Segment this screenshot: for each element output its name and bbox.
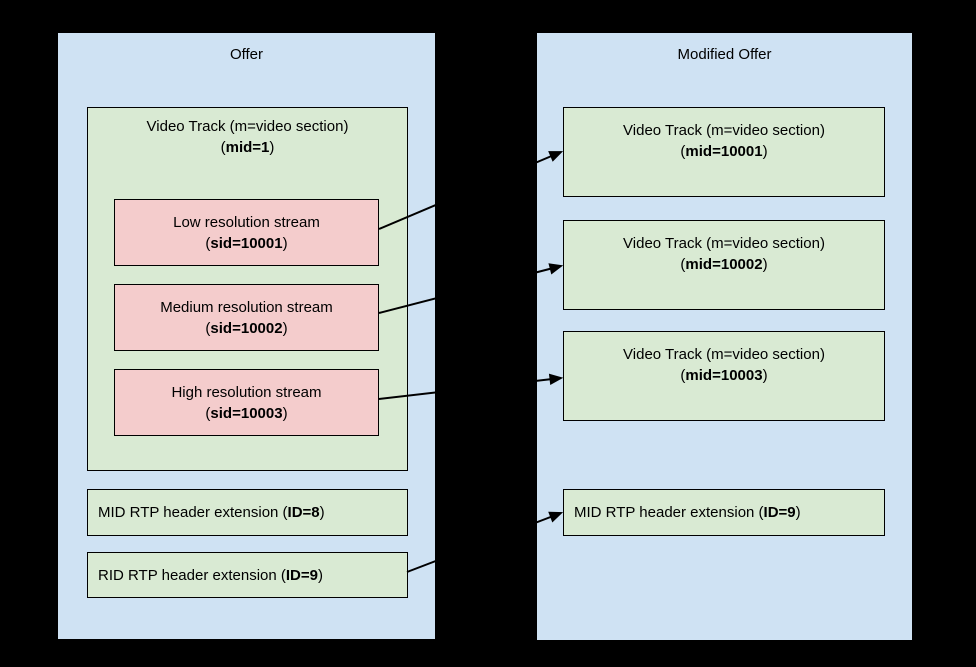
modified-video-track-2-line2: (mid=10002) <box>680 256 768 273</box>
modified-video-track-3-label: Video Track (m=video section) (mid=10003… <box>564 332 884 386</box>
modified-video-track-1-line2: (mid=10001) <box>680 143 768 160</box>
low-resolution-stream-line2: (sid=10001) <box>205 234 288 252</box>
offer-rid-rtp-extension-box: RID RTP header extension (ID=9) <box>87 552 408 598</box>
medium-resolution-stream-label: Medium resolution stream (sid=10002) <box>115 285 378 350</box>
medium-resolution-stream-line2: (sid=10002) <box>205 319 288 337</box>
offer-video-track-line1: Video Track (m=video section) <box>146 118 349 135</box>
low-resolution-stream-line1: Low resolution stream <box>173 213 320 231</box>
modified-offer-panel-title: Modified Offer <box>677 46 772 63</box>
modified-video-track-3-line2: (mid=10003) <box>680 367 768 384</box>
modified-video-track-2-label: Video Track (m=video section) (mid=10002… <box>564 221 884 275</box>
offer-video-track-label: Video Track (m=video section) (mid=1) <box>88 108 407 158</box>
modified-video-track-2-line1: Video Track (m=video section) <box>623 235 825 252</box>
offer-mid-rtp-extension-label: MID RTP header extension (ID=8) <box>98 504 325 521</box>
offer-rid-rtp-extension-label: RID RTP header extension (ID=9) <box>98 566 323 584</box>
modified-video-track-1-line1: Video Track (m=video section) <box>623 122 825 139</box>
low-resolution-stream-box: Low resolution stream (sid=10001) <box>114 199 379 266</box>
medium-resolution-stream-box: Medium resolution stream (sid=10002) <box>114 284 379 351</box>
modified-video-track-2-box: Video Track (m=video section) (mid=10002… <box>563 220 885 310</box>
modified-mid-rtp-extension-box: MID RTP header extension (ID=9) <box>563 489 885 536</box>
modified-video-track-3-line1: Video Track (m=video section) <box>623 346 825 363</box>
offer-panel-title: Offer <box>229 46 264 63</box>
modified-video-track-1-label: Video Track (m=video section) (mid=10001… <box>564 108 884 162</box>
low-resolution-stream-label: Low resolution stream (sid=10001) <box>115 200 378 265</box>
medium-resolution-stream-line1: Medium resolution stream <box>160 298 333 316</box>
offer-mid-rtp-extension-box: MID RTP header extension (ID=8) <box>87 489 408 536</box>
high-resolution-stream-label: High resolution stream (sid=10003) <box>115 370 378 435</box>
offer-video-track-line2: (mid=1) <box>220 139 275 156</box>
modified-video-track-3-box: Video Track (m=video section) (mid=10003… <box>563 331 885 421</box>
high-resolution-stream-line2: (sid=10003) <box>205 404 288 422</box>
high-resolution-stream-box: High resolution stream (sid=10003) <box>114 369 379 436</box>
high-resolution-stream-line1: High resolution stream <box>171 383 322 401</box>
modified-mid-rtp-extension-label: MID RTP header extension (ID=9) <box>574 504 801 521</box>
modified-video-track-1-box: Video Track (m=video section) (mid=10001… <box>563 107 885 197</box>
